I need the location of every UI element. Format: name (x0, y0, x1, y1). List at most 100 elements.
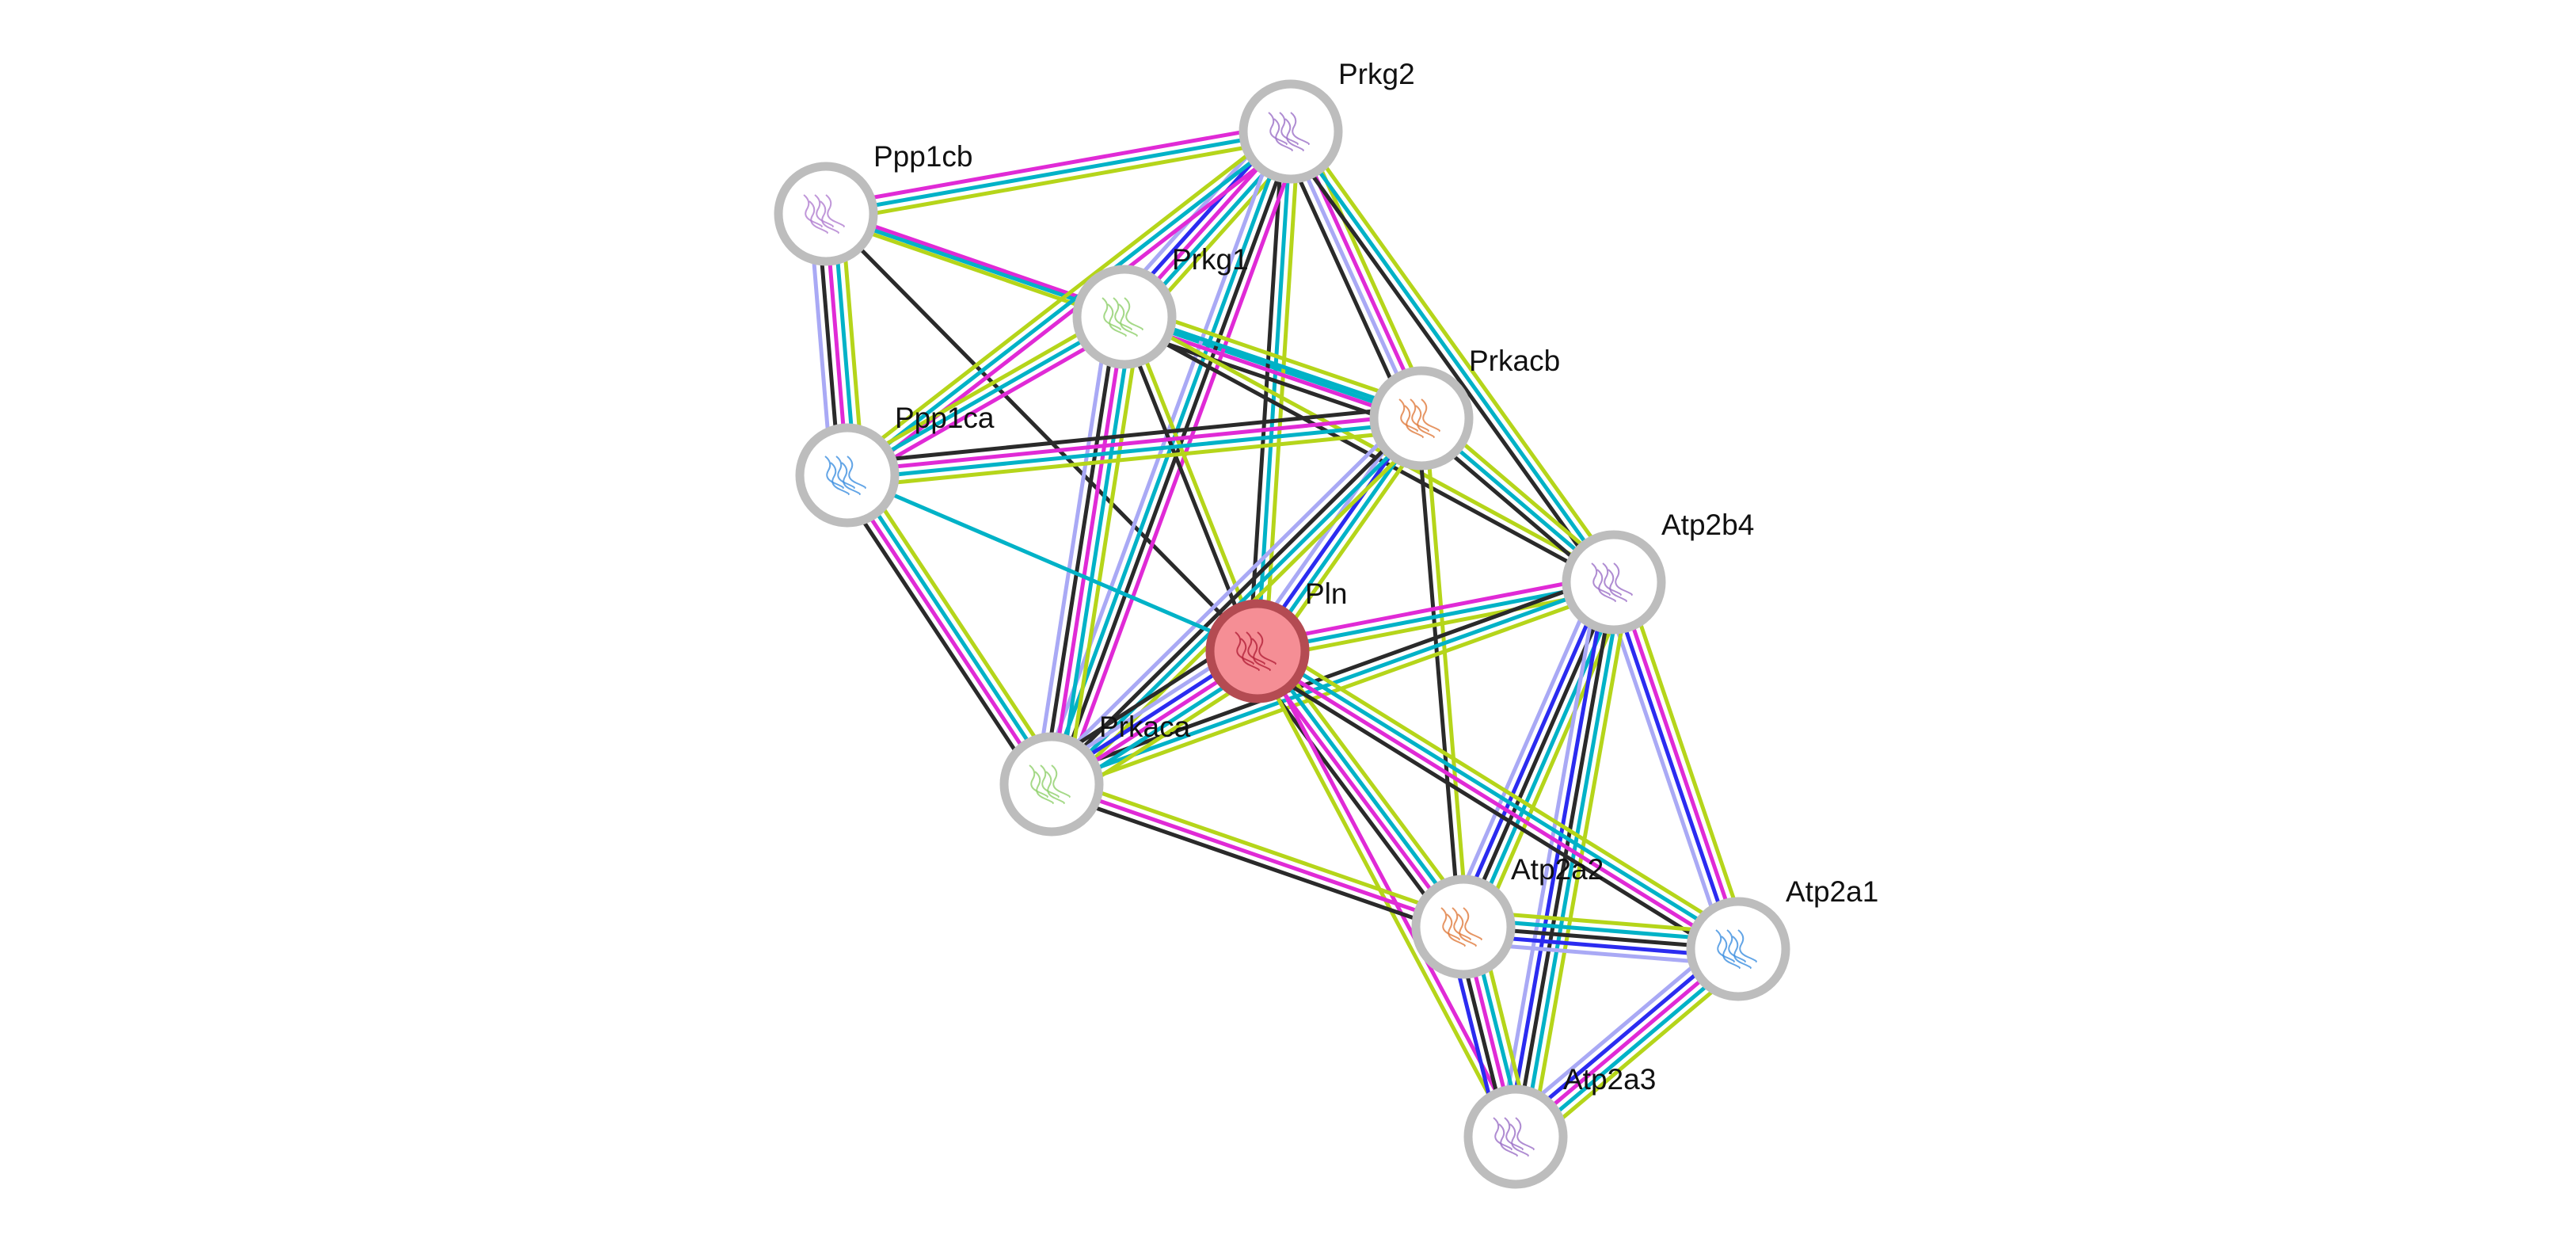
edge-prkg1-prkaca[interactable] (1033, 312, 1143, 789)
node-ppp1ca[interactable]: Ppp1ca (795, 402, 995, 528)
node-circle[interactable] (1463, 1084, 1568, 1189)
edge-evidence-database (1124, 311, 1425, 417)
protein-chain (1504, 1117, 1524, 1150)
protein-chain (1721, 936, 1741, 969)
edge-evidence-homology (1447, 574, 1602, 923)
edge-evidence-experiments (822, 121, 1292, 208)
node-circle[interactable] (1562, 530, 1666, 635)
edge-pln-atp2a1[interactable] (1249, 638, 1747, 962)
edge-prkacb-ppp1ca[interactable] (844, 404, 1425, 490)
node-circle[interactable] (1239, 79, 1343, 184)
node-label: Atp2a1 (1786, 875, 1878, 908)
protein-chain (1440, 907, 1460, 940)
node-circle[interactable] (1686, 897, 1790, 1001)
node-prkacb[interactable]: Prkacb (1369, 345, 1560, 471)
node-atp2b4[interactable]: Atp2b4 (1562, 509, 1754, 635)
protein-chain (1613, 562, 1633, 596)
node-ppp1cb[interactable]: Ppp1cb (774, 140, 973, 266)
edge-prkacb-atp2a2[interactable] (1415, 416, 1470, 929)
edge-ppp1ca-prkaca[interactable] (835, 467, 1064, 793)
node-atp2a2[interactable]: Atp2a2 (1411, 853, 1604, 979)
edge-evidence-textmining (1623, 576, 1752, 947)
edge-evidence-experiments (842, 475, 1051, 789)
edge-evidence-coexpression (1415, 416, 1462, 929)
node-label: Prkacb (1469, 345, 1560, 377)
edge-evidence-homology (1497, 577, 1600, 1137)
node-circle[interactable] (1205, 599, 1310, 703)
edge-evidence-textmining (846, 428, 1425, 490)
protein-chain (1118, 303, 1138, 337)
node-label: Atp2a3 (1563, 1063, 1656, 1096)
protein-chain (809, 200, 828, 234)
edge-ppp1cb-prkg2[interactable] (822, 121, 1295, 224)
edge-evidence-coexpression (1277, 134, 1413, 425)
protein-chain (847, 455, 866, 489)
node-circle[interactable] (1072, 265, 1177, 369)
edge-evidence-textmining (1529, 582, 1632, 1142)
protein-chain (1273, 118, 1293, 151)
protein-chain (830, 462, 850, 495)
protein-chain (1509, 1123, 1529, 1157)
edge-evidence-textmining (841, 307, 1123, 471)
protein-chain (1051, 764, 1071, 798)
protein-chain (1726, 929, 1746, 962)
protein-chain (1113, 297, 1132, 330)
edge-evidence-textmining (822, 215, 1125, 323)
node-prkg1[interactable]: Prkg1 (1072, 243, 1249, 369)
node-pln[interactable]: Pln (1205, 577, 1347, 703)
node-label: Ppp1ca (895, 402, 995, 434)
edge-evidence-coexpression (1513, 580, 1616, 1139)
protein-chain (1284, 118, 1304, 151)
protein-chain (1045, 771, 1065, 804)
protein-chain (1457, 913, 1477, 947)
protein-chain (1415, 405, 1435, 438)
edge-evidence-experiments (1254, 572, 1615, 646)
protein-chain (1452, 907, 1471, 940)
edge-evidence-textmining (1252, 650, 1515, 1141)
edge-evidence-textmining (1065, 317, 1143, 789)
node-atp2a3[interactable]: Atp2a3 (1463, 1063, 1656, 1189)
node-label: Atp2b4 (1661, 509, 1754, 541)
edge-evidence-textmining (1052, 587, 1619, 794)
protein-chain (1268, 112, 1288, 145)
edge-evidence-coexpression (1047, 573, 1614, 779)
node-circle[interactable] (1411, 875, 1516, 979)
edge-evidence-neighborhood (1608, 581, 1737, 953)
protein-chain (820, 200, 839, 234)
edge-evidence-textmining (825, 137, 1295, 224)
protein-chain (1257, 631, 1277, 665)
edge-evidence-experiments (1615, 578, 1745, 950)
nodes-layer: Prkg2Ppp1cbPrkg1PrkacbPpp1caAtp2b4PlnPrk… (774, 58, 1878, 1189)
edge-prkg1-ppp1ca[interactable] (841, 307, 1131, 485)
edge-atp2b4-atp2a3[interactable] (1497, 577, 1632, 1142)
node-label: Prkg2 (1338, 58, 1415, 90)
edge-evidence-database (845, 473, 1260, 654)
node-atp2a1[interactable]: Atp2a1 (1686, 875, 1878, 1001)
node-circle[interactable] (774, 162, 878, 266)
edge-evidence-homology (1033, 312, 1111, 784)
edge-prkg2-atp2b4[interactable] (1282, 124, 1623, 589)
node-circle[interactable] (1369, 366, 1474, 471)
edge-evidence-coexpression (1041, 313, 1119, 785)
node-circle[interactable] (795, 423, 900, 528)
protein-structure-icon (1102, 297, 1143, 337)
protein-chain (803, 194, 823, 227)
protein-structure-icon (803, 194, 845, 234)
edge-atp2b4-atp2a1[interactable] (1600, 576, 1752, 955)
edge-evidence-database (848, 471, 1057, 784)
protein-chain (814, 194, 834, 227)
edge-ppp1cb-pln[interactable] (824, 212, 1260, 654)
node-circle[interactable] (999, 732, 1104, 837)
protein-structure-icon (1268, 112, 1310, 151)
edge-ppp1ca-pln[interactable] (845, 473, 1260, 654)
edge-evidence-textmining (855, 467, 1064, 780)
edge-evidence-neighborhood (1505, 578, 1608, 1138)
node-label: Atp2a2 (1511, 853, 1604, 886)
protein-chain (1235, 631, 1254, 665)
edge-evidence-coexpression (1249, 659, 1734, 962)
edge-prkaca-atp2a2[interactable] (1047, 775, 1468, 936)
node-prkaca[interactable]: Prkaca (999, 711, 1191, 837)
node-prkg2[interactable]: Prkg2 (1239, 58, 1415, 184)
edge-evidence-textmining (1295, 124, 1623, 580)
